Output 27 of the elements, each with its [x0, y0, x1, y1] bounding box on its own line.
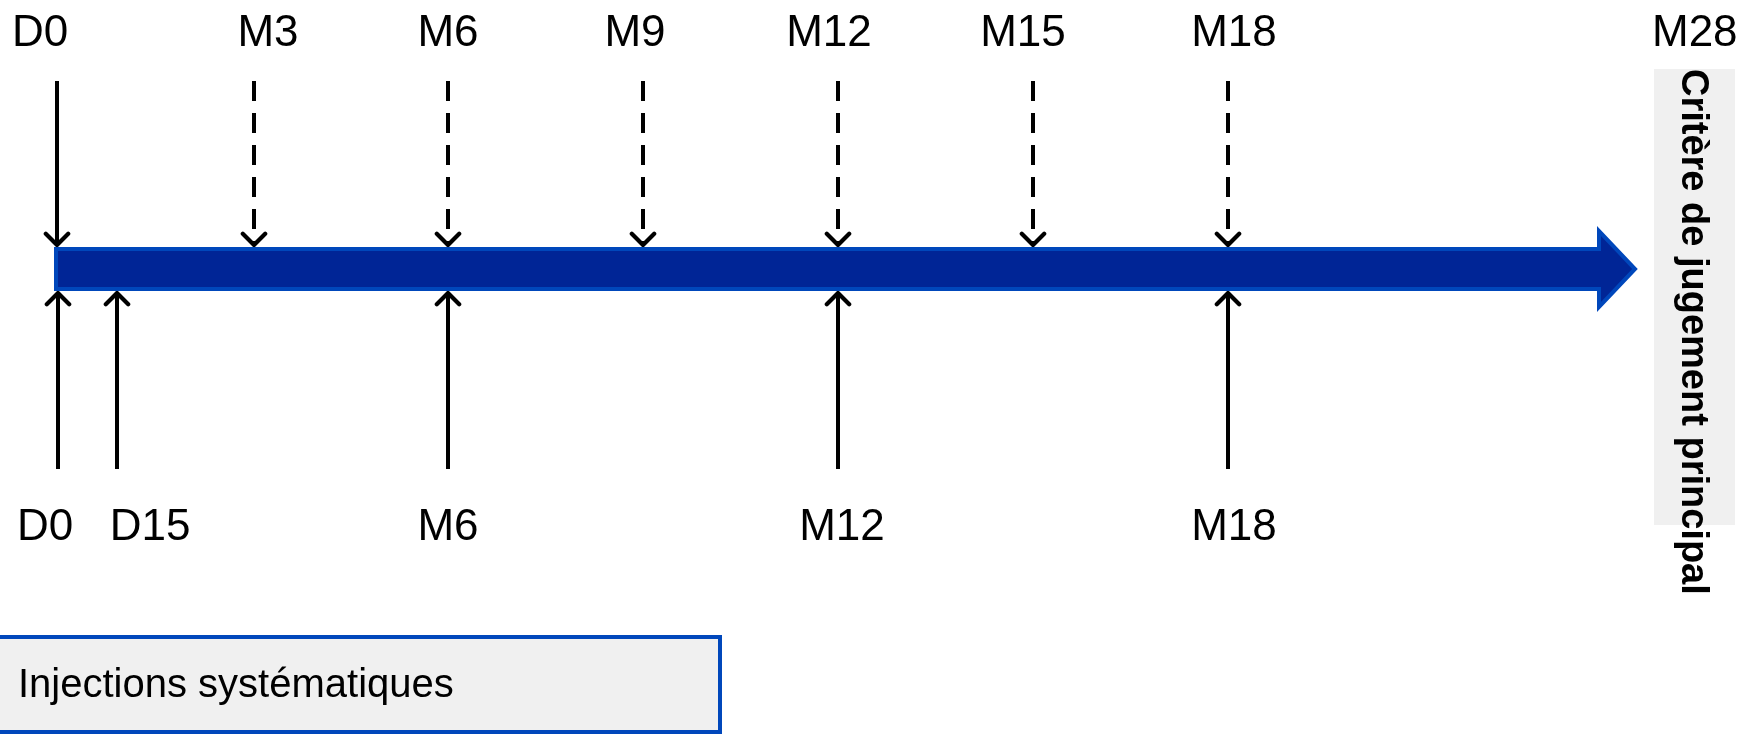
- timeline-arrow: [53, 224, 1639, 314]
- time-label: D15: [104, 500, 196, 550]
- arrow: [1214, 81, 1242, 248]
- time-label: M18: [1184, 500, 1284, 550]
- time-label: M6: [412, 6, 484, 56]
- time-label: M28: [1652, 6, 1738, 56]
- arrow: [44, 290, 72, 469]
- time-label: M9: [599, 6, 671, 56]
- arrow: [43, 81, 71, 248]
- time-label: M3: [232, 6, 304, 56]
- time-label: D0: [9, 6, 71, 56]
- arrow: [824, 81, 852, 248]
- time-label: M18: [1184, 6, 1284, 56]
- time-label: M6: [412, 500, 484, 550]
- arrow: [434, 290, 462, 469]
- time-label: M12: [792, 500, 892, 550]
- time-label: M12: [779, 6, 879, 56]
- time-label: M15: [973, 6, 1073, 56]
- time-label: D0: [14, 500, 76, 550]
- arrow: [434, 81, 462, 248]
- arrow: [629, 81, 657, 248]
- arrow: [1214, 290, 1242, 469]
- arrow: [103, 290, 131, 469]
- arrow: [1019, 81, 1047, 248]
- legend-panel: Injections systématiques: [0, 635, 722, 734]
- arrow: [824, 290, 852, 469]
- arrow: [240, 81, 268, 248]
